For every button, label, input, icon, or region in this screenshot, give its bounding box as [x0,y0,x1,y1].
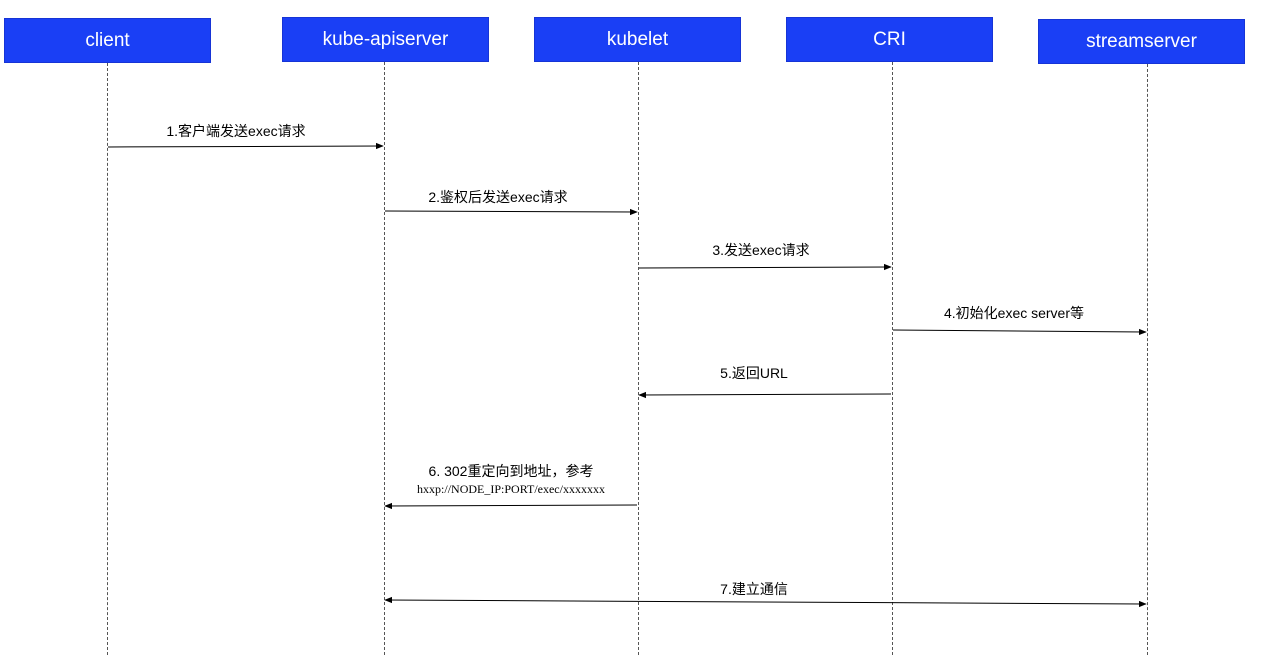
lifeline-kube-apiserver [384,62,385,655]
lifeline-kubelet [638,62,639,655]
message-6-label: 6. 302重定向到地址，参考 [428,463,594,479]
participant-client-label: client [85,29,130,51]
message-5-label: 5.返回URL [720,365,788,381]
participant-streamserver: streamserver [1038,19,1245,64]
message-4-label: 4.初始化exec server等 [943,305,1085,321]
message-1-label: 1.客户端发送exec请求 [166,123,306,139]
arrow-4 [892,328,1147,336]
participant-kubelet: kubelet [534,17,741,62]
message-6-sublabel: hxxp://NODE_IP:PORT/exec/xxxxxxx [417,482,605,496]
participant-kubelet-label: kubelet [606,28,669,50]
lifeline-client [107,63,108,655]
lifeline-cri [892,62,893,655]
arrow-5 [638,391,892,399]
participant-client: client [4,18,211,63]
arrow-7 [384,596,1147,608]
lifeline-streamserver [1147,64,1148,655]
participant-kube-apiserver: kube-apiserver [282,17,489,62]
message-2-label: 2.鉴权后发送exec请求 [428,189,568,205]
arrow-2 [384,208,638,216]
participant-streamserver-label: streamserver [1086,30,1197,52]
arrow-6 [384,502,638,510]
message-7-label: 7.建立通信 [720,581,788,597]
message-3-label: 3.发送exec请求 [712,242,810,258]
arrow-3 [638,263,892,271]
arrow-1 [107,142,384,150]
participant-cri: CRI [786,17,993,62]
participant-cri-label: CRI [873,28,906,50]
participant-kube-apiserver-label: kube-apiserver [322,28,449,50]
